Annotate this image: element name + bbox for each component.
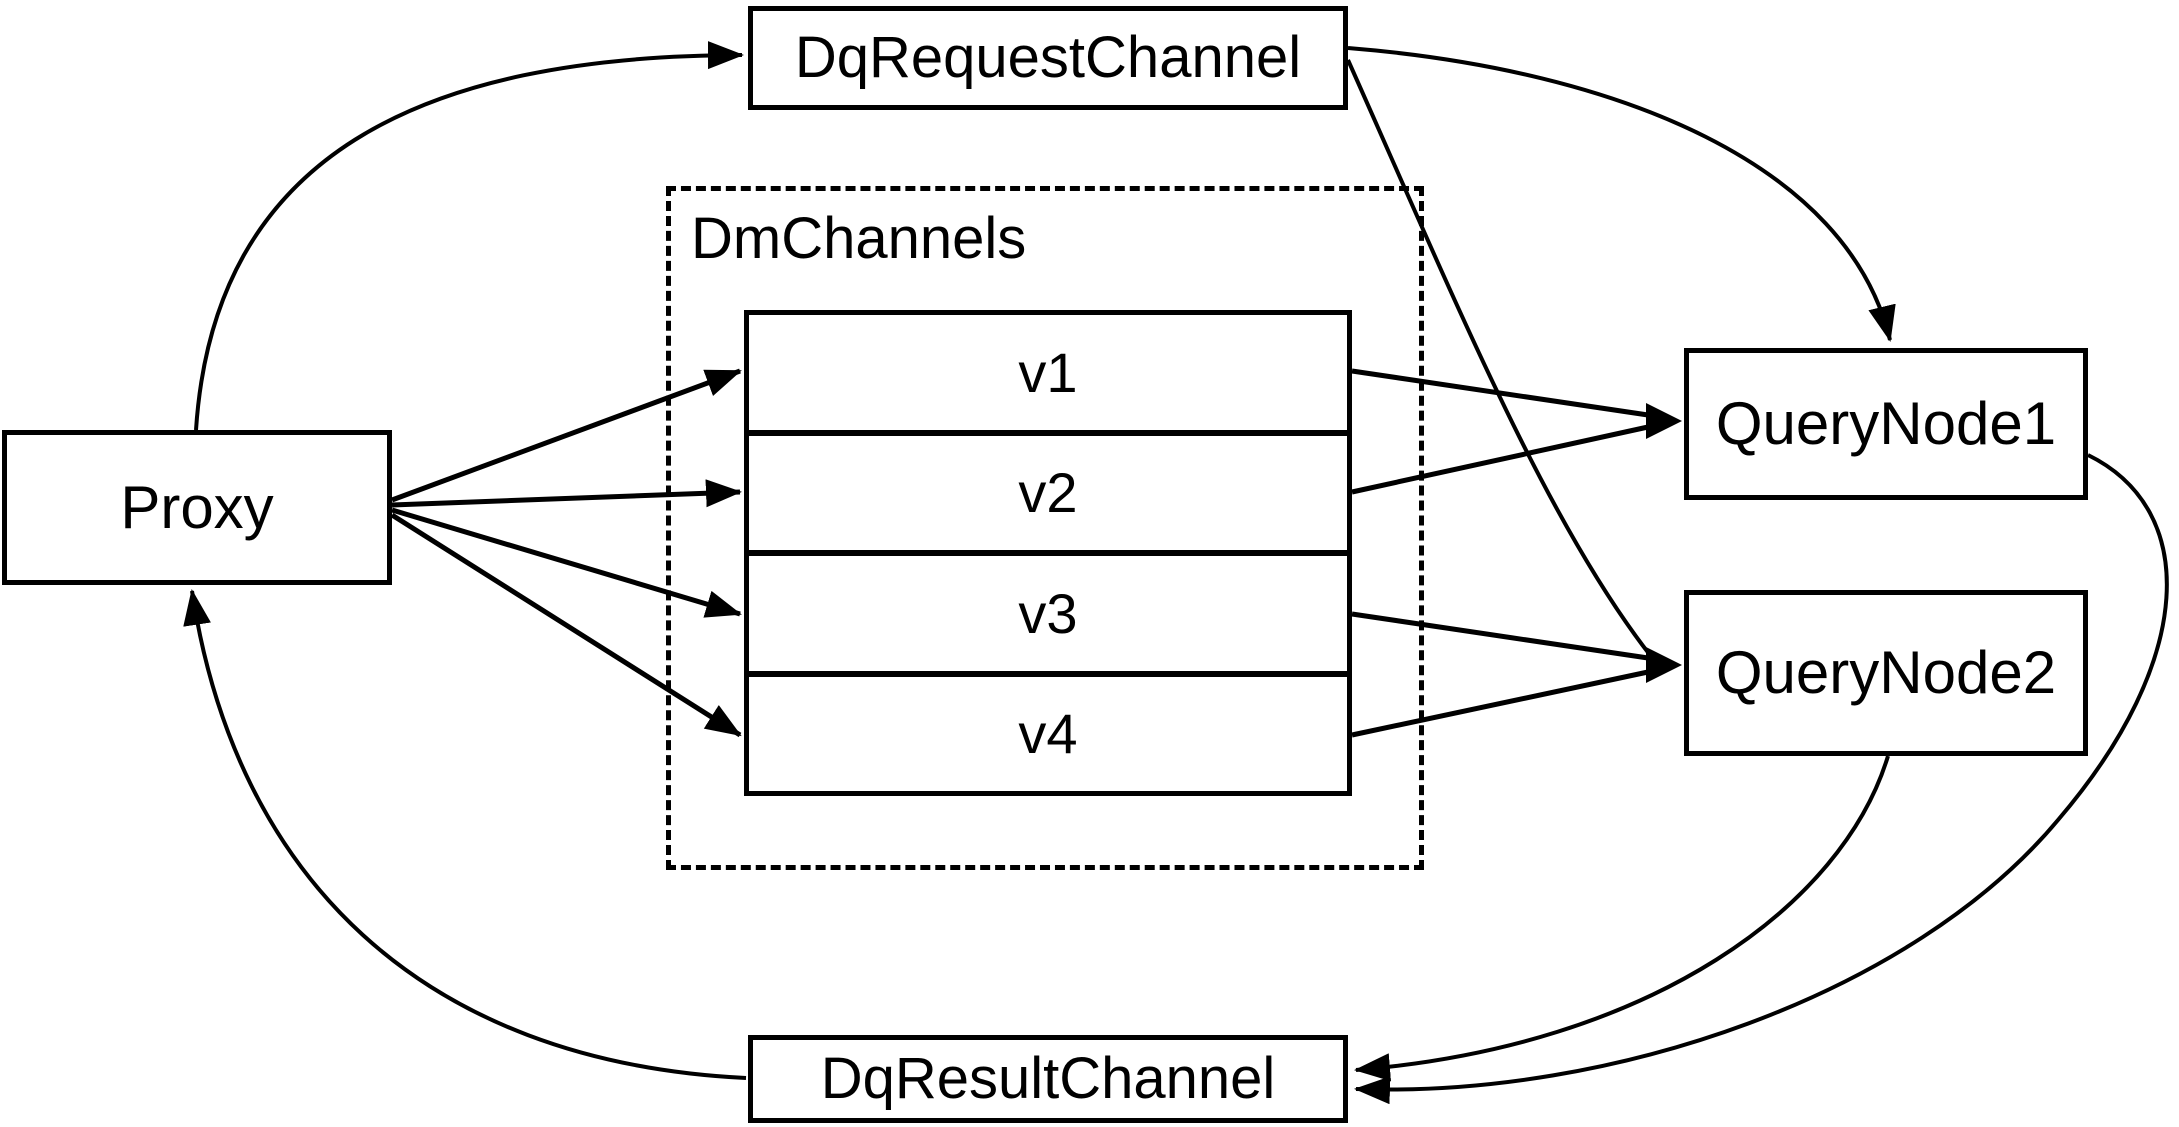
edge-dqresultchannel-to-proxy: [183, 589, 747, 1080]
channel-row-v4-label: v4: [1018, 702, 1078, 766]
edge-v4-to-querynode2: [1351, 669, 1649, 738]
edge-proxy-to-v3: [391, 507, 742, 618]
edge-proxy-to-dqrequestchannel: [194, 41, 744, 431]
edge-dqrequestchannel-to-querynode1: [1347, 46, 1896, 342]
channel-row-v1-label: v1: [1018, 340, 1078, 404]
dm-channels-group-label: DmChannels: [691, 206, 1027, 271]
edge-v1-to-querynode1: [1351, 368, 1649, 418]
channel-row-v3-label: v3: [1018, 581, 1078, 645]
node-dqrequestchannel: DqRequestChannel: [748, 6, 1348, 110]
querynode2-input-arrowhead: [1646, 647, 1682, 683]
channel-row-v2-label: v2: [1018, 461, 1078, 525]
node-querynode1-label: QueryNode1: [1715, 390, 2057, 457]
node-dqresultchannel-label: DqResultChannel: [820, 1046, 1276, 1111]
edge-v2-to-querynode1: [1351, 424, 1649, 495]
edge-querynode2-to-dqresultchannel: [1354, 755, 1890, 1082]
node-dqrequestchannel-label: DqRequestChannel: [794, 25, 1302, 90]
edge-proxy-to-v1: [391, 368, 742, 503]
node-querynode2-label: QueryNode2: [1715, 639, 2057, 706]
node-proxy-label: Proxy: [120, 473, 274, 541]
channel-row-v1: v1: [749, 315, 1347, 436]
edge-dqrequestchannel-to-querynode2: [1346, 59, 1652, 657]
edge-proxy-to-v2: [391, 479, 742, 508]
node-querynode2: QueryNode2: [1684, 590, 2088, 756]
channel-row-v2: v2: [749, 436, 1347, 556]
querynode1-input-arrowhead: [1646, 403, 1682, 439]
channel-row-v3: v3: [749, 556, 1347, 677]
edge-proxy-to-v4: [390, 512, 742, 738]
node-querynode1: QueryNode1: [1684, 348, 2088, 500]
channel-stack: v1 v2 v3 v4: [744, 310, 1352, 796]
channel-row-v4: v4: [749, 677, 1347, 792]
node-dqresultchannel: DqResultChannel: [748, 1035, 1348, 1123]
edge-v3-to-querynode2: [1351, 611, 1649, 661]
node-proxy: Proxy: [2, 430, 392, 585]
edge-querynode1-to-dqresultchannel: [1354, 453, 2169, 1105]
dm-channels-group: DmChannels: [666, 186, 1424, 870]
